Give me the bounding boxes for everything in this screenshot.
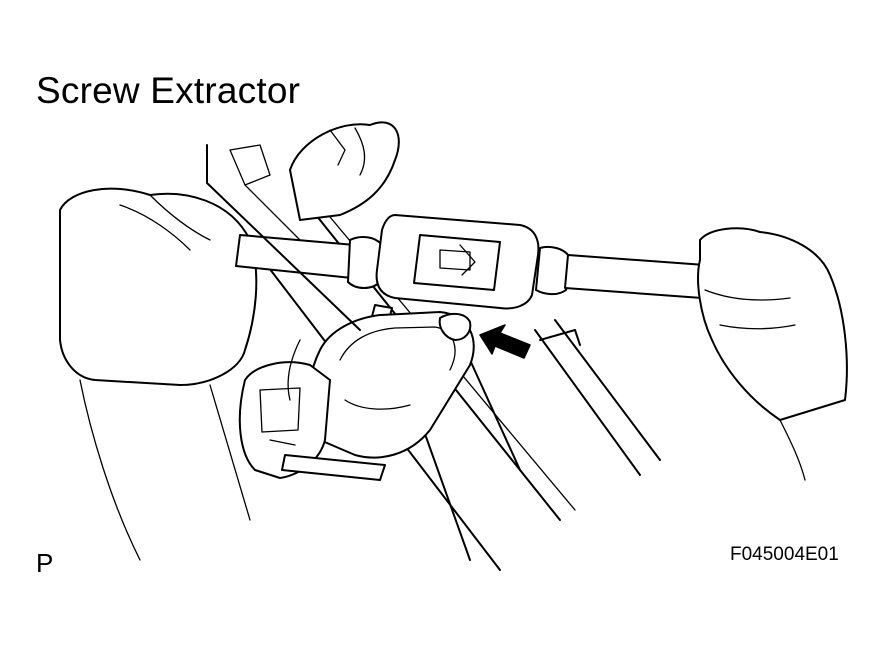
left-hand [59,187,258,561]
direction-arrow-icon [479,324,531,359]
callout-label-screw-extractor: Screw Extractor [36,70,301,111]
figure-code: F045004E01 [730,544,839,565]
corner-mark: P [36,548,54,578]
right-hand [697,227,848,481]
tap-wrench [235,214,706,310]
lock-housing [238,311,475,481]
holding-hand [289,121,400,221]
callout-leader-line [206,144,361,331]
